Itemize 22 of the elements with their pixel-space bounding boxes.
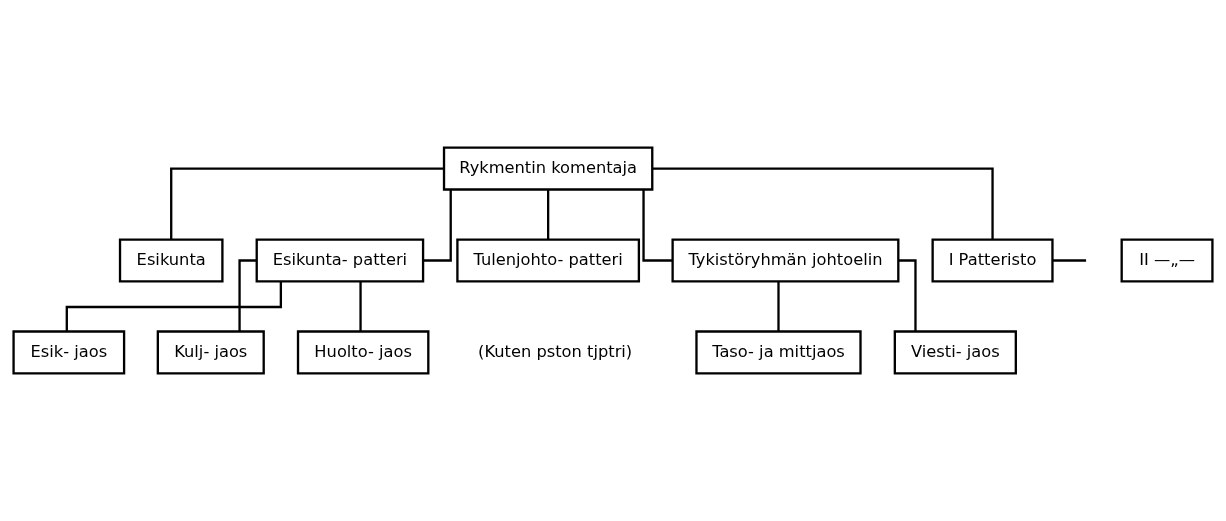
node-box: Rykmentin komentaja [442,146,654,191]
node-box: Esikunta- patteri [255,238,425,283]
connector [359,281,362,332]
connector [642,189,673,262]
connector [65,281,283,332]
connector [777,281,780,332]
connector [546,189,550,240]
node-box: Kulj- jaos [156,330,265,375]
node-box: Tykistöryhmän johtoelin [671,238,900,283]
connector [170,167,444,240]
connector [652,167,994,240]
node-box: Tulenjohto- patteri [456,238,641,283]
connector [1052,259,1087,262]
node-box: Viesti- jaos [893,330,1017,375]
node-box: I Patteristo [931,238,1054,283]
node-label: (Kuten pston tjptri) [478,341,633,361]
node-box: Taso- ja mittjaos [695,330,862,375]
node-box: II —„— [1120,238,1214,283]
node-box: Esikunta [118,238,224,283]
connector [423,189,452,262]
node-box: Esik- jaos [12,330,126,375]
node-box: Huolto- jaos [296,330,430,375]
